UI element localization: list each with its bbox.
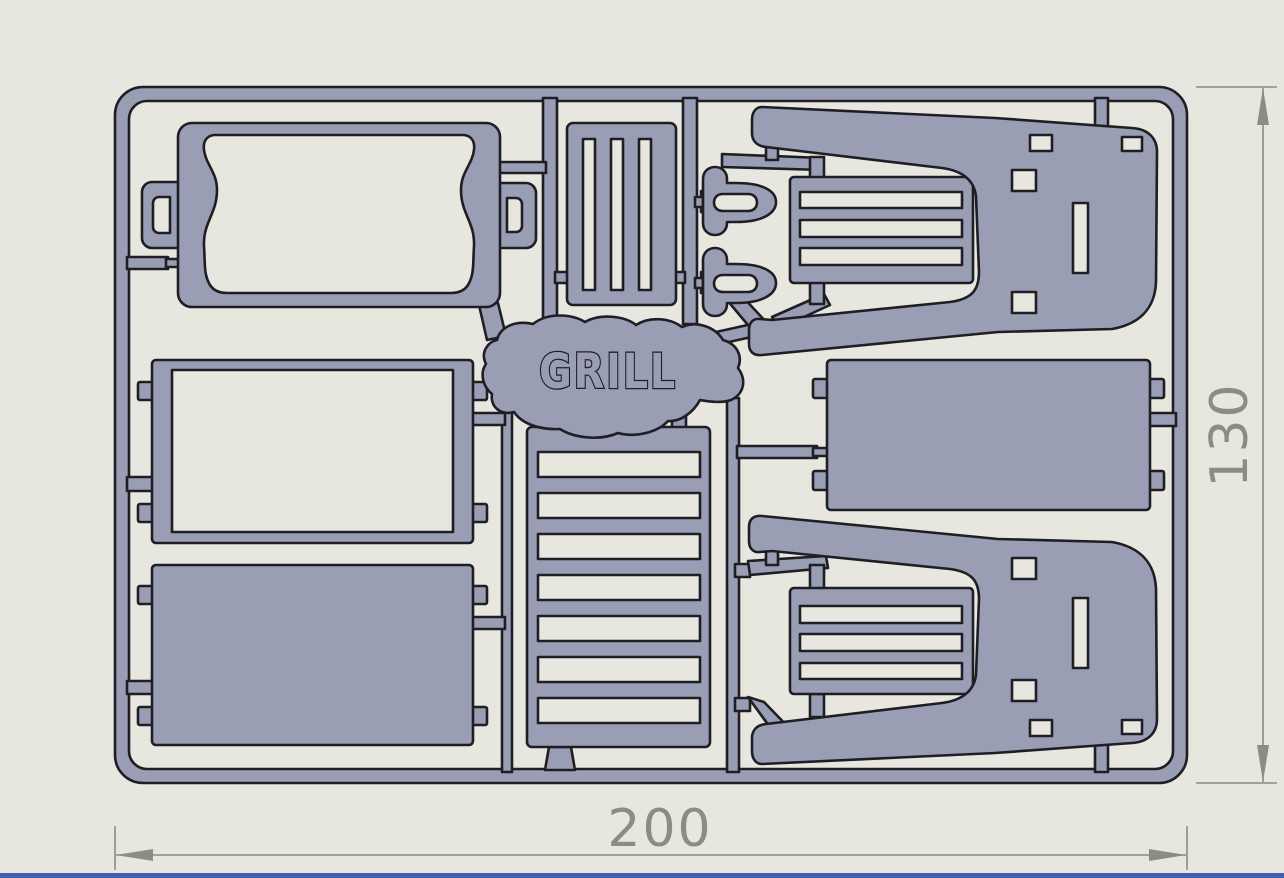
sprue-frame[interactable] [113, 85, 1189, 785]
part-front-grille-bottom[interactable] [788, 586, 975, 696]
dimension-height-value[interactable]: 130 [1200, 382, 1260, 487]
part-window-frame-panel[interactable] [136, 358, 489, 545]
cab-frame-body[interactable] [176, 121, 502, 309]
part-side-panel-right[interactable] [811, 358, 1166, 512]
arrowhead-top [1257, 88, 1269, 125]
gate[interactable] [1093, 96, 1110, 130]
panel-body[interactable] [825, 358, 1152, 512]
gate[interactable] [733, 696, 752, 713]
part-grill-name-tag[interactable]: GRILL [481, 314, 745, 439]
gate[interactable] [492, 160, 548, 175]
window-frame-body[interactable] [150, 358, 475, 545]
dimension-width[interactable]: 200 [114, 799, 1188, 870]
tag-label: GRILL [539, 344, 677, 400]
gate[interactable] [469, 411, 507, 427]
arrowhead-left [116, 849, 153, 861]
frame-band[interactable] [113, 85, 1189, 785]
arrowhead-right [1149, 849, 1186, 861]
ear-left[interactable] [140, 180, 185, 250]
gate[interactable] [735, 444, 819, 460]
gate[interactable] [1146, 411, 1178, 428]
sprue-parts[interactable]: GRILL [136, 105, 1166, 766]
gate[interactable] [808, 692, 826, 719]
gate[interactable] [469, 615, 507, 631]
window-bottom-edge [0, 873, 1284, 878]
arrowhead-bottom [1257, 745, 1269, 782]
tag-blob[interactable] [481, 314, 745, 439]
gate[interactable] [808, 280, 826, 306]
part-center-grille[interactable] [525, 425, 712, 749]
part-cab-frame-panel[interactable] [140, 121, 538, 309]
part-front-grille-top[interactable] [788, 175, 975, 285]
runner-vertical-left[interactable] [541, 96, 559, 324]
runner-thin-left[interactable] [500, 378, 514, 774]
part-side-panel-left[interactable] [136, 563, 489, 747]
part-body-panel-bottom-right[interactable] [747, 514, 1159, 766]
part-bracket-top[interactable] [701, 165, 778, 237]
gate[interactable] [125, 679, 156, 696]
panel-body[interactable] [150, 563, 475, 747]
part-vertical-grille[interactable] [565, 121, 678, 307]
ear-right[interactable] [493, 181, 538, 250]
part-body-panel-top-right[interactable] [747, 105, 1159, 357]
dimension-width-value[interactable]: 200 [607, 799, 712, 859]
gate[interactable] [543, 745, 577, 772]
runner-vertical-right[interactable] [681, 96, 699, 326]
gate[interactable] [125, 475, 156, 493]
gate[interactable] [808, 563, 826, 592]
gate[interactable] [125, 255, 170, 271]
dimension-height[interactable]: 130 [1196, 86, 1277, 784]
